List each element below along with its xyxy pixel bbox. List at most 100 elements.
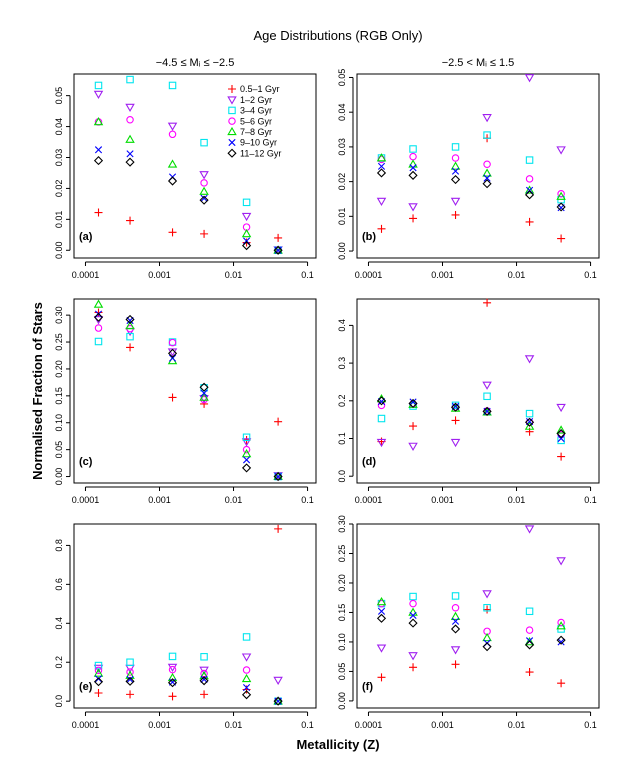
data-point (451, 603, 460, 612)
legend-item: 7–8 Gyr (227, 126, 272, 137)
data-point (557, 452, 566, 461)
x-tick-label: 0.01 (225, 270, 243, 280)
data-point (94, 81, 103, 90)
data-point (524, 190, 535, 200)
x-tick-label: 0.0001 (355, 720, 383, 730)
data-point (167, 672, 178, 682)
data-point (525, 626, 534, 634)
data-point (525, 668, 534, 677)
data-point (483, 131, 491, 139)
data-point (242, 666, 251, 674)
data-point (94, 324, 103, 332)
y-tick-label: 0.02 (337, 173, 347, 191)
y-tick-label: 0.10 (337, 633, 347, 651)
figure-title: Age Distributions (RGB Only) (253, 28, 422, 43)
y-axis: 0.000.050.100.150.200.250.30 (337, 515, 354, 710)
series-5-6-Gyr (94, 324, 282, 481)
series-9-10-Gyr (377, 607, 565, 647)
triangle-down-icon (227, 96, 237, 105)
diamond-icon (227, 148, 237, 158)
data-point (274, 524, 283, 533)
data-point (200, 194, 208, 202)
data-point (200, 653, 208, 661)
y-tick-label: 0.05 (337, 663, 347, 681)
data-point (450, 624, 461, 634)
data-point (93, 117, 104, 126)
data-point (376, 596, 387, 606)
x-tick-label: 0.001 (431, 270, 454, 280)
data-point (94, 308, 103, 317)
data-point (451, 416, 460, 425)
data-point (242, 685, 251, 694)
data-point (450, 646, 461, 655)
x-tick-label: 0.1 (584, 720, 597, 730)
data-point (94, 337, 103, 346)
data-point (242, 683, 251, 692)
data-point (376, 644, 387, 653)
data-point (273, 696, 283, 706)
data-point (451, 660, 460, 669)
legend-item: 1–2 Gyr (227, 95, 272, 105)
column-title-left: −4.5 ≤ Mᵢ ≤ −2.5 (156, 57, 235, 69)
data-point (408, 607, 418, 616)
x-tick-label: 0.001 (148, 720, 171, 730)
plot-frame (73, 73, 317, 259)
data-point (376, 153, 387, 162)
legend-item: 3–4 Gyr (228, 106, 272, 116)
panel-label: (b) (362, 231, 376, 243)
series-11-12-Gyr (93, 156, 283, 255)
data-point (273, 245, 283, 255)
y-axis: 0.000.050.100.150.200.250.30 (54, 306, 71, 485)
data-point (409, 398, 417, 406)
legend-label: 7–8 Gyr (240, 127, 272, 137)
y-tick-label: 0.3 (337, 357, 347, 370)
series-11-12-Gyr (376, 613, 566, 652)
data-point (557, 234, 566, 243)
series-1-2-Gyr (376, 74, 566, 212)
data-point (168, 130, 177, 139)
data-point (450, 611, 461, 620)
y-tick-label: 0.1 (337, 432, 347, 445)
y-tick-label: 0.01 (54, 211, 64, 229)
series-3-4-Gyr (94, 75, 282, 255)
data-point (524, 525, 535, 534)
y-axis-title: Normalised Fraction of Stars (30, 302, 45, 480)
data-point (450, 174, 461, 185)
data-point (525, 607, 534, 616)
data-point (377, 607, 386, 615)
data-point (199, 382, 209, 392)
panel-label: (a) (79, 231, 93, 243)
data-point (125, 134, 135, 143)
data-point (242, 237, 251, 245)
series-5-6-Gyr (377, 152, 565, 198)
series-0-5-1-Gyr (94, 308, 283, 444)
y-tick-label: 0.20 (54, 360, 64, 378)
data-point (409, 592, 417, 601)
data-point (377, 162, 386, 170)
x-tick-label: 0.0001 (72, 720, 100, 730)
data-point (93, 668, 104, 677)
series-7-8-Gyr (93, 668, 283, 705)
data-point (377, 414, 386, 423)
x-tick-label: 0.01 (508, 720, 526, 730)
data-point (199, 395, 209, 404)
series-5-6-Gyr (377, 400, 565, 439)
data-point (556, 202, 566, 212)
data-point (525, 217, 534, 226)
data-point (199, 171, 209, 180)
data-point (126, 150, 134, 158)
data-point (94, 675, 103, 683)
data-point (409, 422, 418, 431)
series-1-2-Gyr (376, 355, 566, 451)
data-point (94, 689, 103, 698)
data-point (168, 338, 177, 347)
data-point (451, 617, 460, 625)
x-tick-label: 0.1 (584, 495, 597, 505)
data-point (451, 154, 460, 162)
data-point (409, 599, 417, 608)
panel-label: (e) (79, 681, 93, 693)
y-tick-label: 0.30 (337, 515, 347, 533)
